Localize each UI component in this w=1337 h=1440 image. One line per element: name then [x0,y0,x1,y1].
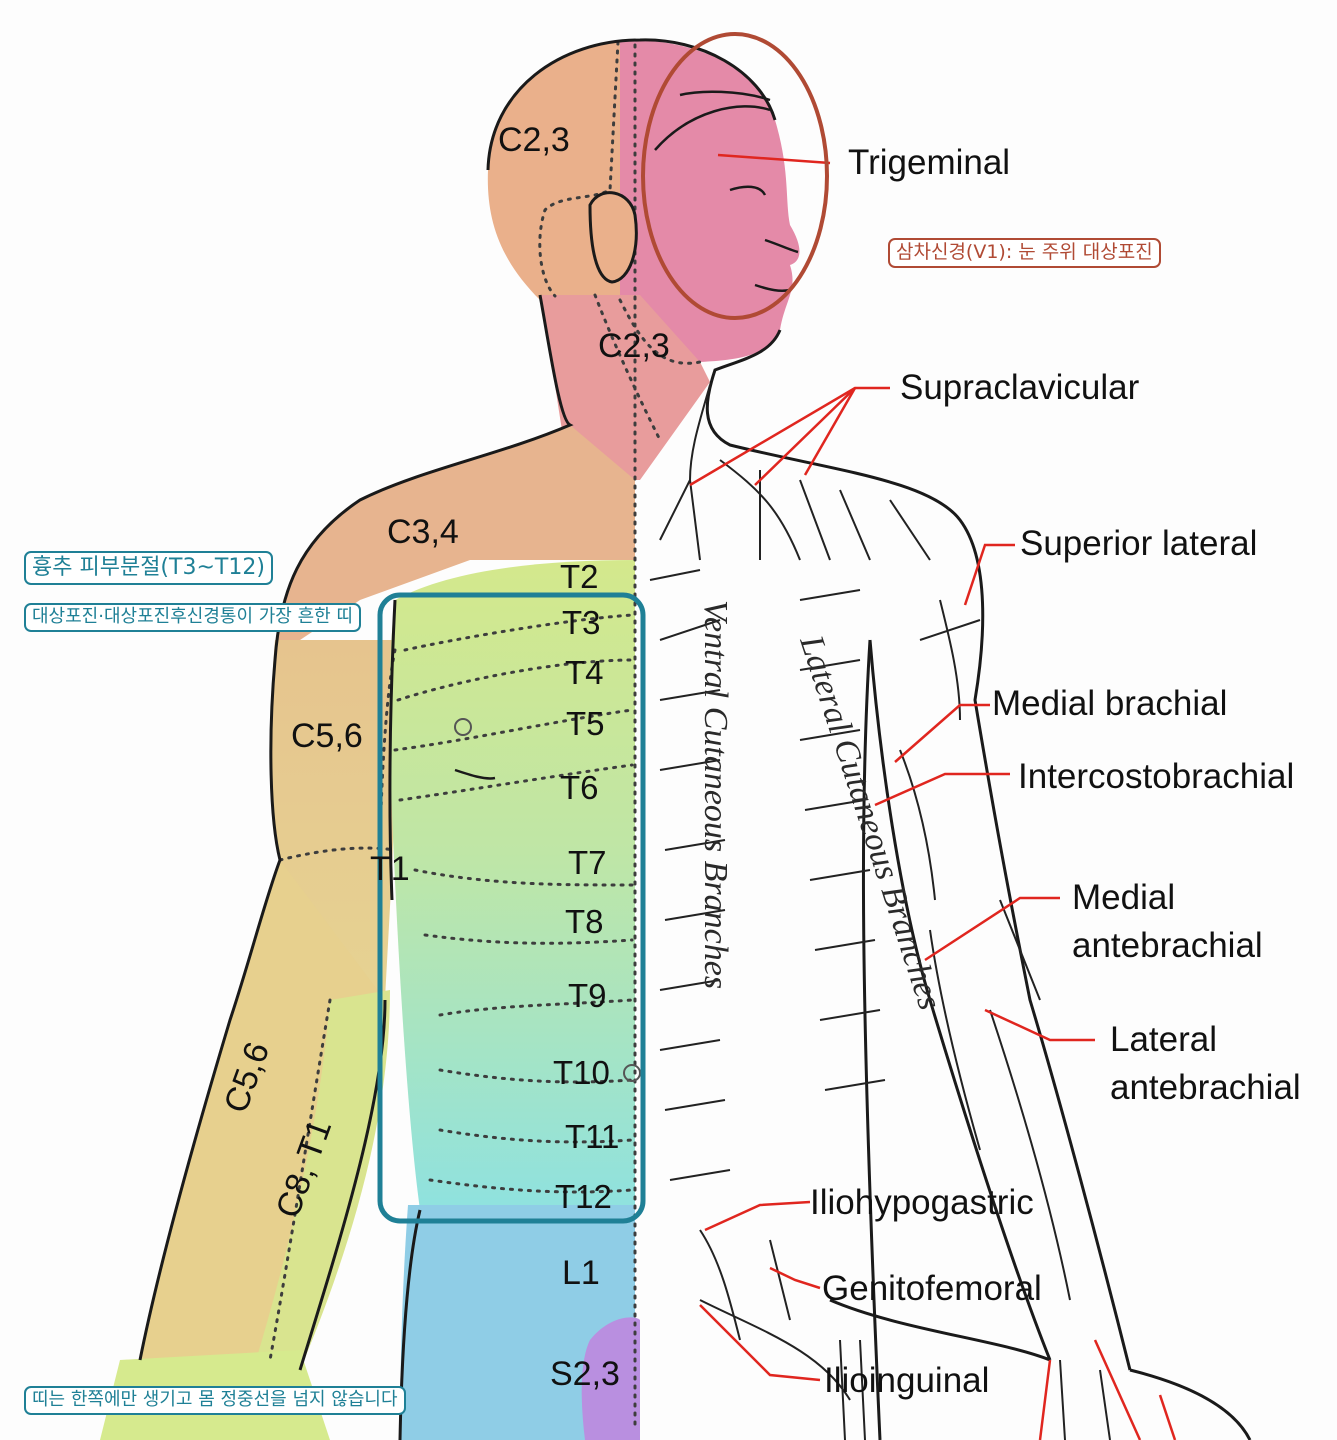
navel [623,1064,641,1082]
ventral-branches-label: Ventral Cutaneous Branches [697,600,734,989]
face-dermatome [620,39,800,363]
label-upper-arm: C5,6 [291,717,363,755]
lumbar-dermatome [400,1205,635,1440]
thoracic-highlight [377,592,646,1224]
trigeminal-callout: 삼차신경(V1): 눈 주위 대상포진 [888,238,1161,268]
nerve-lateral-antebrachial-2: antebrachial [1110,1068,1301,1107]
label-lumbar: L1 [562,1254,600,1292]
nipple [454,718,472,736]
label-t6: T6 [560,769,599,806]
neck-dermatome [540,295,710,480]
dermatome-boundaries [268,40,702,1432]
label-t11: T11 [565,1118,619,1155]
trigeminal-highlight [641,32,829,320]
midline-callout: 띠는 한쪽에만 생기고 몸 정중선을 넘지 않습니다 [24,1386,406,1415]
label-t12: T12 [555,1178,612,1215]
nerve-medial-brachial: Medial brachial [992,684,1227,723]
shoulder-dermatome [275,425,635,660]
nerve-supraclavicular: Supraclavicular [900,368,1140,407]
lateral-branches-label: Lateral Cutaneous Branches [792,630,948,1014]
label-t5: T5 [566,705,605,742]
thoracic-dermatomes [389,560,635,1210]
nerve-medial-antebrachial-1: Medial [1072,878,1175,917]
nerve-medial-antebrachial-2: antebrachial [1072,926,1263,965]
nerve-lateral-antebrachial-1: Lateral [1110,1020,1217,1059]
nerve-superior-lateral: Superior lateral [1020,524,1257,563]
nerve-iliohypogastric: Iliohypogastric [810,1183,1034,1222]
label-neck: C2,3 [598,327,670,365]
nerve-leaders [689,153,1177,1440]
ear [588,191,638,284]
nerve-genitofemoral: Genitofemoral [822,1269,1042,1308]
label-t8: T8 [565,903,604,940]
thoracic-note-callout: 대상포진·대상포진후신경통이 가장 흔한 띠 [24,603,361,632]
label-t10: T10 [553,1054,610,1091]
nerve-trigeminal: Trigeminal [848,143,1010,182]
thoracic-labels: T2 T3 T4 T5 T6 T7 T8 T9 T10 T11 T12 [553,558,619,1215]
label-t3: T3 [562,604,601,641]
nerve-ilioinguinal: Ilioinguinal [824,1361,989,1400]
label-sacral: S2,3 [550,1355,620,1393]
label-t4: T4 [565,654,604,691]
label-t9: T9 [568,977,607,1014]
upper-arm-dermatome [270,640,397,1010]
nerve-branches [649,384,1111,1440]
label-head: C2,3 [498,121,570,159]
forearm-ulnar-dermatome [250,990,390,1380]
nerve-intercostobrachial: Intercostobrachial [1018,757,1294,796]
label-t7: T7 [568,844,607,881]
thoracic-title-callout: 흉추 피부분절(T3~T12) [24,551,273,585]
label-t2: T2 [560,558,599,595]
label-shoulder: C3,4 [387,513,459,551]
label-t1: T1 [370,850,410,888]
sacral-dermatome [581,1317,640,1440]
